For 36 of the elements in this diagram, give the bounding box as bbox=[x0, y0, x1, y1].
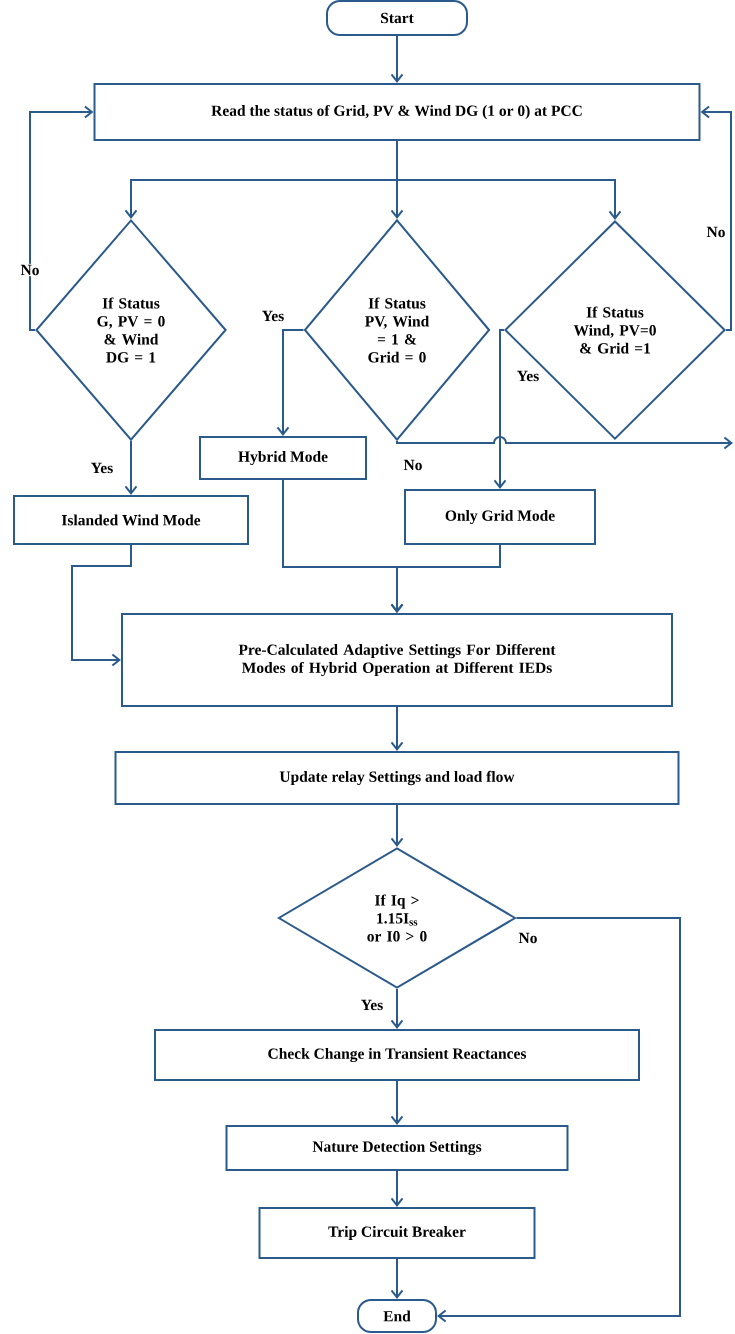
process-box: Nature Detection Settings bbox=[225, 1125, 569, 1171]
process-box: Read the status of Grid, PV & Wind DG (1 or 0) at PCC bbox=[93, 83, 701, 141]
process-box: Islanded Wind Mode bbox=[13, 495, 249, 545]
edge-label: No bbox=[517, 931, 539, 945]
edge-label: Yes bbox=[359, 998, 385, 1012]
arrow bbox=[396, 140, 622, 221]
process-box: Check Change in Transient Reactances bbox=[154, 1029, 640, 1081]
process-box: Update relay Settings and load flow bbox=[114, 751, 680, 805]
arrow bbox=[390, 544, 501, 613]
arrow bbox=[700, 105, 732, 331]
arrow bbox=[390, 706, 404, 751]
terminal-box: End bbox=[357, 1299, 437, 1333]
terminal-box: Start bbox=[326, 0, 468, 36]
arrow bbox=[390, 988, 404, 1029]
edge-label: Yes bbox=[260, 309, 286, 323]
edge-label: No bbox=[402, 458, 424, 472]
arrow bbox=[71, 544, 132, 667]
edge-label: Yes bbox=[515, 369, 541, 383]
edge-label: No bbox=[19, 263, 41, 277]
process-box: Hybrid Mode bbox=[199, 436, 367, 480]
arrow bbox=[493, 329, 507, 489]
arrow bbox=[396, 436, 733, 450]
arrow bbox=[390, 804, 404, 847]
process-box: Only Grid Mode bbox=[404, 489, 596, 545]
process-box: Pre-Calculated Adaptive Settings For Different Modes of Hybrid Operation at Different IEDs bbox=[121, 613, 673, 707]
edge-label: Yes bbox=[89, 461, 115, 475]
arrow bbox=[390, 1258, 404, 1299]
arrow bbox=[29, 105, 94, 331]
arrow bbox=[437, 917, 681, 1323]
arrow bbox=[390, 1170, 404, 1207]
arrow bbox=[276, 329, 305, 436]
arrow bbox=[390, 1080, 404, 1125]
arrow bbox=[124, 440, 138, 495]
arrow bbox=[390, 35, 404, 83]
edge-label: No bbox=[705, 225, 727, 239]
process-box: Trip Circuit Breaker bbox=[258, 1207, 536, 1259]
